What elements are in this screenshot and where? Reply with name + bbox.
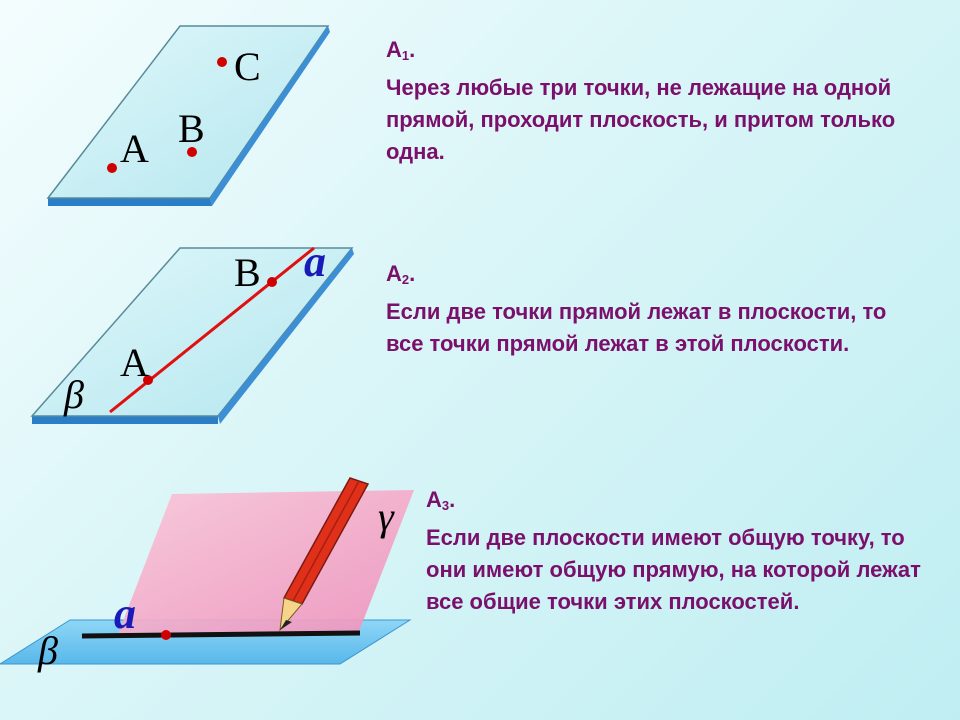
axiom-1-text: Через любые три точки, не лежащие на одн… xyxy=(386,75,896,164)
point-a-label-2: А xyxy=(120,340,149,385)
axiom-2-heading: А2. xyxy=(386,261,416,287)
line-a xyxy=(109,246,315,414)
point-b-label: В xyxy=(178,106,205,151)
plane-beta-label-3: β xyxy=(37,628,58,673)
line-a-label: а xyxy=(304,237,326,286)
axiom-3-heading: А3. xyxy=(426,487,456,513)
axiom-2-text: Если две точки прямой лежат в плоскости,… xyxy=(386,299,887,356)
plane-figure-2: В А а β xyxy=(30,237,354,424)
plane-figure-1: С В А xyxy=(46,25,330,206)
axiom-3-text: Если две плоскости имеют общую точку, то… xyxy=(426,525,921,614)
plane-beta-label: β xyxy=(63,372,84,417)
intersection-line-a xyxy=(81,630,361,639)
point-a-dot-2 xyxy=(143,375,153,385)
plane-gamma-label: γ xyxy=(378,494,395,539)
point-on-line-a xyxy=(161,630,171,640)
point-a-label: А xyxy=(120,126,149,171)
point-c-dot xyxy=(217,57,227,67)
axiom-2: А2. Если две точки прямой лежат в плоско… xyxy=(386,258,926,360)
point-c-label: С xyxy=(234,44,261,89)
axiom-1-heading: А1. xyxy=(386,37,416,63)
pencil-icon xyxy=(279,477,370,632)
plane-figure-3: γ а β xyxy=(0,477,414,673)
plane-2-side xyxy=(218,248,354,424)
point-b-label-2: В xyxy=(234,250,261,295)
plane-2-edge xyxy=(32,416,218,424)
point-b-dot-2 xyxy=(267,277,277,287)
point-b-dot xyxy=(187,147,197,157)
point-a-dot xyxy=(107,163,117,173)
axiom-3: А3. Если две плоскости имеют общую точку… xyxy=(426,484,926,618)
plane-1-edge xyxy=(48,198,212,206)
plane-1-side xyxy=(210,26,330,206)
line-a-label-3: а xyxy=(114,589,136,638)
plane-gamma-surface xyxy=(118,490,414,634)
axiom-1: А1. Через любые три точки, не лежащие на… xyxy=(386,34,926,168)
